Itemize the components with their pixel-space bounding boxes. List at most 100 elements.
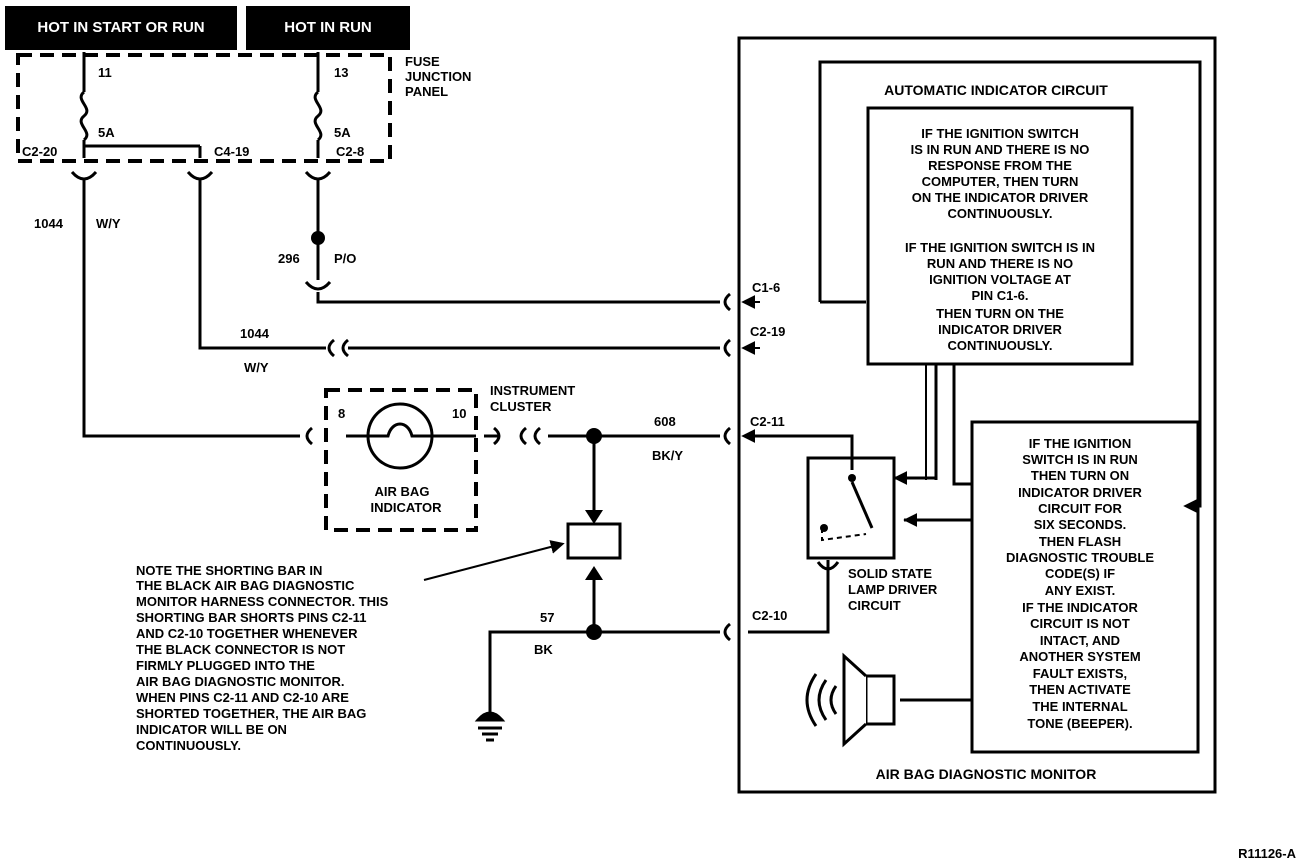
box1-line-8: IF THE IGNITION SWITCH IS IN [905, 240, 1095, 255]
note-line-2: THE BLACK AIR BAG DIAGNOSTIC [136, 578, 355, 593]
pin-c4-19: C4-19 [214, 144, 249, 159]
box1-line-3: RESPONSE FROM THE [928, 158, 1072, 173]
pin-c2-20: C2-20 [22, 144, 57, 159]
wire-57-color: BK [534, 642, 553, 657]
note-line-7: FIRMLY PLUGGED INTO THE [136, 658, 315, 673]
lamp-driver-label-3: CIRCUIT [848, 598, 901, 613]
lamp-driver-circuit: SOLID STATE LAMP DRIVER CIRCUIT [750, 434, 938, 613]
box1-line-1: IF THE IGNITION SWITCH [921, 126, 1078, 141]
pin-c2-19: C2-19 [750, 324, 785, 339]
note-line-10: SHORTED TOGETHER, THE AIR BAG [136, 706, 366, 721]
box2-line-12: CIRCUIT IS NOT [1030, 616, 1130, 631]
wire-1044-left-color: W/Y [96, 216, 121, 231]
wire-1044-mid-num: 1044 [240, 326, 270, 341]
box2-line-16: THEN ACTIVATE [1029, 682, 1131, 697]
box2-line-3: THEN TURN ON [1031, 468, 1129, 483]
box1-line-10: IGNITION VOLTAGE AT [929, 272, 1071, 287]
beeper-speaker-icon [805, 652, 896, 748]
wire-296-color: P/O [334, 251, 356, 266]
fuse-panel-label-3: PANEL [405, 84, 448, 99]
box2-line-4: INDICATOR DRIVER [1018, 485, 1142, 500]
power-header-run: HOT IN RUN [246, 6, 410, 50]
pin-c2-10: C2-10 [752, 608, 787, 623]
air-bag-diagnostic-monitor: AUTOMATIC INDICATOR CIRCUIT AIR BAG DIAG… [737, 36, 1217, 794]
box2-line-5: CIRCUIT FOR [1038, 501, 1122, 516]
box1-line-2: IS IN RUN AND THERE IS NO [911, 142, 1090, 157]
box2-line-6: SIX SECONDS. [1034, 517, 1126, 532]
lamp-driver-label-2: LAMP DRIVER [848, 582, 938, 597]
indicator-label-1: AIR BAG [375, 484, 430, 499]
splice-57-dot [586, 624, 602, 640]
indicator-driver-box [970, 420, 1200, 754]
box2-line-13: INTACT, AND [1040, 633, 1120, 648]
fuse-13-num: 13 [334, 65, 348, 80]
switch-icon [850, 481, 874, 529]
box2-line-9: CODE(S) IF [1045, 566, 1115, 581]
shorting-bar-note: NOTE THE SHORTING BAR IN THE BLACK AIR B… [136, 540, 565, 753]
wire-608-num: 608 [654, 414, 676, 429]
arrow-up-icon [585, 566, 603, 580]
box2-line-10: ANY EXIST. [1045, 583, 1116, 598]
note-line-4: SHORTING BAR SHORTS PINS C2-11 [136, 610, 366, 625]
note-line-9: WHEN PINS C2-11 AND C2-10 ARE [136, 690, 349, 705]
note-line-5: AND C2-10 TOGETHER WHENEVER [136, 626, 358, 641]
wire-57-num: 57 [540, 610, 554, 625]
note-line-6: THE BLACK CONNECTOR IS NOT [136, 642, 345, 657]
box1-line-13: INDICATOR DRIVER [938, 322, 1062, 337]
inline-connectors [305, 292, 731, 642]
box2-line-15: FAULT EXISTS, [1033, 666, 1127, 681]
box1-line-5: ON THE INDICATOR DRIVER [912, 190, 1089, 205]
note-line-8: AIR BAG DIAGNOSTIC MONITOR. [136, 674, 344, 689]
fuse-11-num: 11 [98, 65, 112, 80]
box2-line-18: TONE (BEEPER). [1027, 716, 1132, 731]
pin-c1-6: C1-6 [752, 280, 780, 295]
ground-icon [474, 711, 506, 742]
fuse-13-amp: 5A [334, 125, 351, 140]
cluster-label-2: CLUSTER [490, 399, 552, 414]
note-line-11: INDICATOR WILL BE ON [136, 722, 287, 737]
fuse-panel-label-2: JUNCTION [405, 69, 471, 84]
box2-line-7: THEN FLASH [1039, 534, 1121, 549]
note-pointer-arrow [423, 540, 565, 581]
note-line-3: MONITOR HARNESS CONNECTOR. THIS [136, 594, 389, 609]
fuse-11-icon [79, 90, 89, 142]
power-start-run-label: HOT IN START OR RUN [37, 19, 204, 36]
note-line-1: NOTE THE SHORTING BAR IN [136, 563, 322, 578]
box2-line-2: SWITCH IS IN RUN [1022, 452, 1138, 467]
splice-296-dot [311, 231, 325, 245]
wire-1044-mid-color: W/Y [244, 360, 269, 375]
box1-line-14: CONTINUOUSLY. [948, 338, 1053, 353]
auto-indicator-box [866, 106, 1134, 366]
note-line-12: CONTINUOUSLY. [136, 738, 241, 753]
monitor-title: AIR BAG DIAGNOSTIC MONITOR [876, 766, 1097, 782]
arrow-down-icon [585, 510, 603, 524]
box2-line-17: THE INTERNAL [1032, 699, 1127, 714]
reference-code: R11126-A [1238, 846, 1296, 861]
fuse-13-icon [313, 90, 323, 142]
fuse-panel-connectors [70, 170, 332, 181]
box1-line-4: COMPUTER, THEN TURN [922, 174, 1079, 189]
lamp-driver-label-1: SOLID STATE [848, 566, 932, 581]
shorting-bar [566, 522, 622, 560]
fuse-panel-label-1: FUSE [405, 54, 440, 69]
power-run-label: HOT IN RUN [284, 19, 372, 36]
box1-line-6: CONTINUOUSLY. [948, 206, 1053, 221]
wire-608-color: BK/Y [652, 448, 683, 463]
box1-line-12: THEN TURN ON THE [936, 306, 1064, 321]
indicator-pin-10: 10 [452, 406, 466, 421]
cluster-label-1: INSTRUMENT [490, 383, 575, 398]
indicator-pin-8: 8 [338, 406, 345, 421]
box1-line-9: RUN AND THERE IS NO [927, 256, 1073, 271]
pin-c2-11: C2-11 [750, 414, 785, 429]
fuse-junction-panel: FUSE JUNCTION PANEL 11 5A 13 5A C2-20 C4… [16, 52, 471, 163]
power-header-start-run: HOT IN START OR RUN [5, 6, 237, 50]
box1-line-11: PIN C1-6. [971, 288, 1028, 303]
pin-c2-8: C2-8 [336, 144, 364, 159]
air-bag-indicator: 8 10 AIR BAG INDICATOR [324, 388, 478, 532]
indicator-label-2: INDICATOR [370, 500, 442, 515]
box2-line-1: IF THE IGNITION [1029, 436, 1132, 451]
box2-line-11: IF THE INDICATOR [1022, 600, 1138, 615]
splice-608-dot [586, 428, 602, 444]
box2-line-8: DIAGNOSTIC TROUBLE [1006, 550, 1154, 565]
